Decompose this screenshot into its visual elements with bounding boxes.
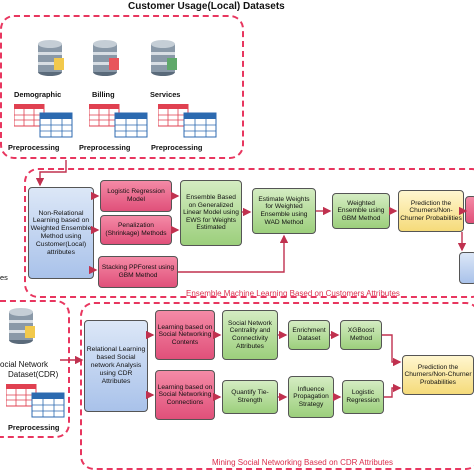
ensemble-panel xyxy=(24,168,474,298)
xgboost-box: XGBoost Method xyxy=(340,320,382,350)
database-icon xyxy=(9,308,35,344)
prep-label-demographic: Preprocessing xyxy=(8,143,60,152)
table-icon xyxy=(14,104,73,138)
logistic-regression-box-social: Logistic Regression xyxy=(342,380,384,414)
database-icon xyxy=(93,40,119,76)
penalization-box: Penalization (Shrinkage) Methods xyxy=(100,215,172,245)
stacking-box: Stacking PPForest using GBM Method xyxy=(98,256,178,288)
social-source-panel xyxy=(0,300,70,438)
top-title: Customer Usage(Local) Datasets xyxy=(128,1,285,12)
weighted-gbm-box: Weighted Ensemble using GBM Method xyxy=(332,193,390,229)
social-source-label-1: ocial Network xyxy=(0,360,49,369)
table-icon xyxy=(89,104,148,138)
ensemble-section-label: Ensemble Machine Learning Based on Custo… xyxy=(186,289,400,298)
estimate-weights-box: Estimate Weights for Weighted Ensemble u… xyxy=(252,188,316,234)
local-datasets-panel xyxy=(0,15,244,159)
source-label-billing: Billing xyxy=(92,90,115,99)
ensemble-glm-box: Ensemble Based on Generalized Linear Mod… xyxy=(180,180,242,246)
social-source-label-2: Dataset(CDR) xyxy=(8,370,59,379)
social-panel xyxy=(80,302,474,470)
centrality-box: Social Network Centrality and Connectivi… xyxy=(222,310,278,360)
influence-box: Influence Propagation Strategy xyxy=(288,376,334,418)
quantify-box: Quantify Tie-Strength xyxy=(222,380,278,414)
prediction-box-ensemble: Prediction the Churners/Non-Churner Prob… xyxy=(398,190,464,232)
prediction-box-social: Prediction the Churners/Non-Churner Prob… xyxy=(402,355,474,395)
social-prep-label: Preprocessing xyxy=(8,423,60,432)
database-icon xyxy=(151,40,177,76)
table-icon xyxy=(158,104,217,138)
non-relational-learning-box: Non-Relational Learning based on Weighte… xyxy=(28,187,94,279)
source-label-services: Services xyxy=(150,90,181,99)
prep-label-billing: Preprocessing xyxy=(79,143,131,152)
source-label-demographic: Demographic xyxy=(14,90,62,99)
table-icon xyxy=(6,384,65,418)
logistic-regression-box: Logistic Regression Model xyxy=(100,180,172,212)
prep-label-services: Preprocessing xyxy=(151,143,203,152)
stray-text: es xyxy=(0,273,8,282)
social-section-label: Mining Social Networking Based on CDR At… xyxy=(212,458,393,467)
learning-contents-box: Learning based on Social Networking Cont… xyxy=(155,310,215,360)
enrichment-box: Enrichment Dataset xyxy=(288,320,330,350)
output-box-ensemble-2 xyxy=(459,252,474,284)
database-icon xyxy=(38,40,64,76)
relational-learning-box: Relational Learning based Social network… xyxy=(84,320,148,412)
